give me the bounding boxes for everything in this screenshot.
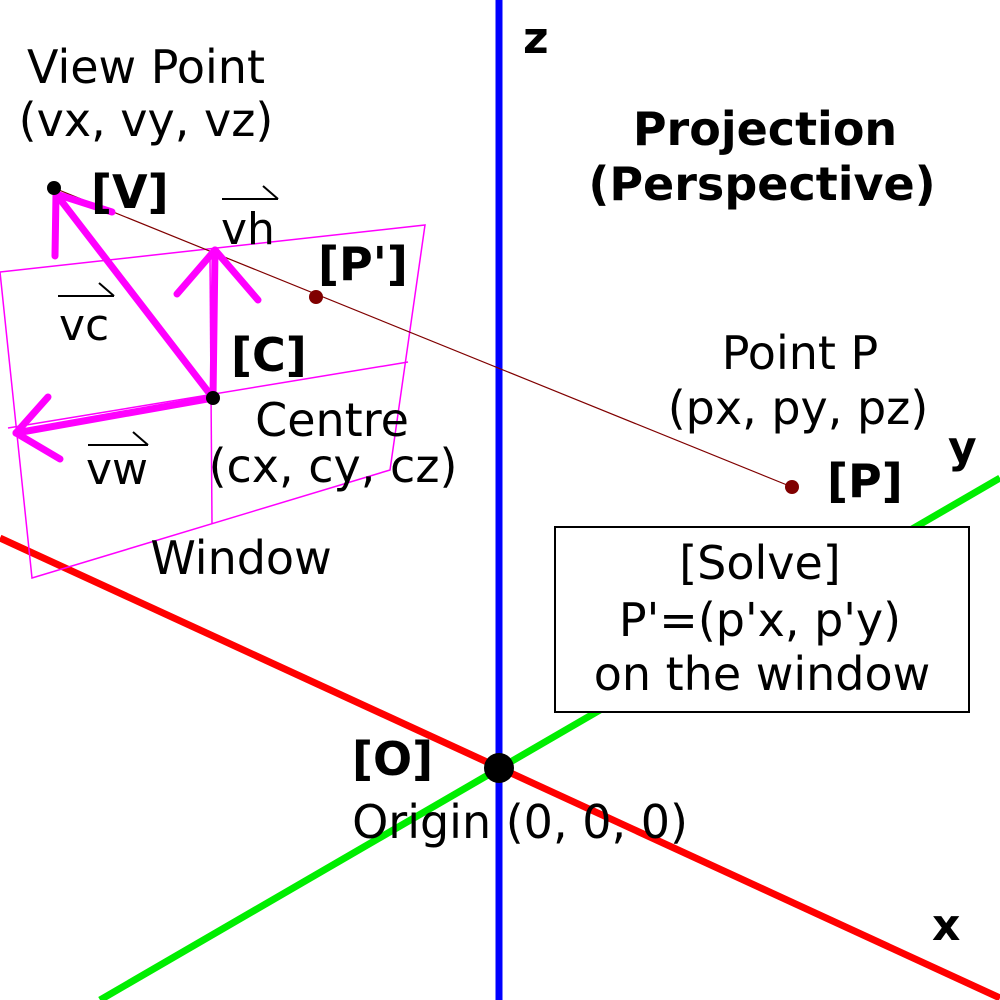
vector-vw-overline xyxy=(88,431,149,446)
y-axis-label: y xyxy=(948,422,977,473)
origin-tag: [O] xyxy=(352,732,433,786)
origin-name: Origin (0, 0, 0) xyxy=(352,795,688,849)
solve-box-line-2: P'=(p'x, p'y) xyxy=(619,593,901,647)
x-axis-label: x xyxy=(932,900,960,951)
point-p-dot xyxy=(785,480,799,494)
solve-box xyxy=(554,526,970,713)
title-line-2: (Perspective) xyxy=(588,157,935,211)
solve-box-line-1: [Solve] xyxy=(679,536,841,590)
centre-point-dot xyxy=(206,391,220,405)
origin-dot xyxy=(484,753,514,783)
vector-vh-overline xyxy=(222,185,279,200)
centre-name: Centre xyxy=(255,393,409,447)
projected-point-dot xyxy=(309,290,323,304)
view-point-name: View Point xyxy=(27,40,265,94)
vector-vc-arrow xyxy=(51,190,217,402)
title-line-1: Projection xyxy=(633,102,897,156)
vector-vh-arrow xyxy=(173,246,262,402)
view-point-coords: (vx, vy, vz) xyxy=(19,93,274,147)
z-axis-label: z xyxy=(523,13,549,64)
point-p-name: Point P xyxy=(722,326,879,380)
view-point-dot xyxy=(47,181,61,195)
view-point-tag: [V] xyxy=(91,165,169,219)
vector-vc-overline xyxy=(58,282,115,297)
vector-vw-arrow xyxy=(12,393,217,463)
vector-vc-label: vc xyxy=(59,300,109,351)
solve-box-line-3: on the window xyxy=(594,647,931,701)
projected-point-tag: [P'] xyxy=(318,237,408,291)
window-plane xyxy=(0,224,426,579)
point-p-coords: (px, py, pz) xyxy=(668,381,929,435)
centre-tag: [C] xyxy=(231,328,307,382)
centre-coords: (cx, cy, cz) xyxy=(209,439,458,493)
window-name: Window xyxy=(150,531,331,585)
vector-vw-label: vw xyxy=(86,444,148,495)
vector-vh-label: vh xyxy=(221,204,275,255)
point-p-tag: [P] xyxy=(827,454,903,508)
projection-ray xyxy=(53,187,793,488)
